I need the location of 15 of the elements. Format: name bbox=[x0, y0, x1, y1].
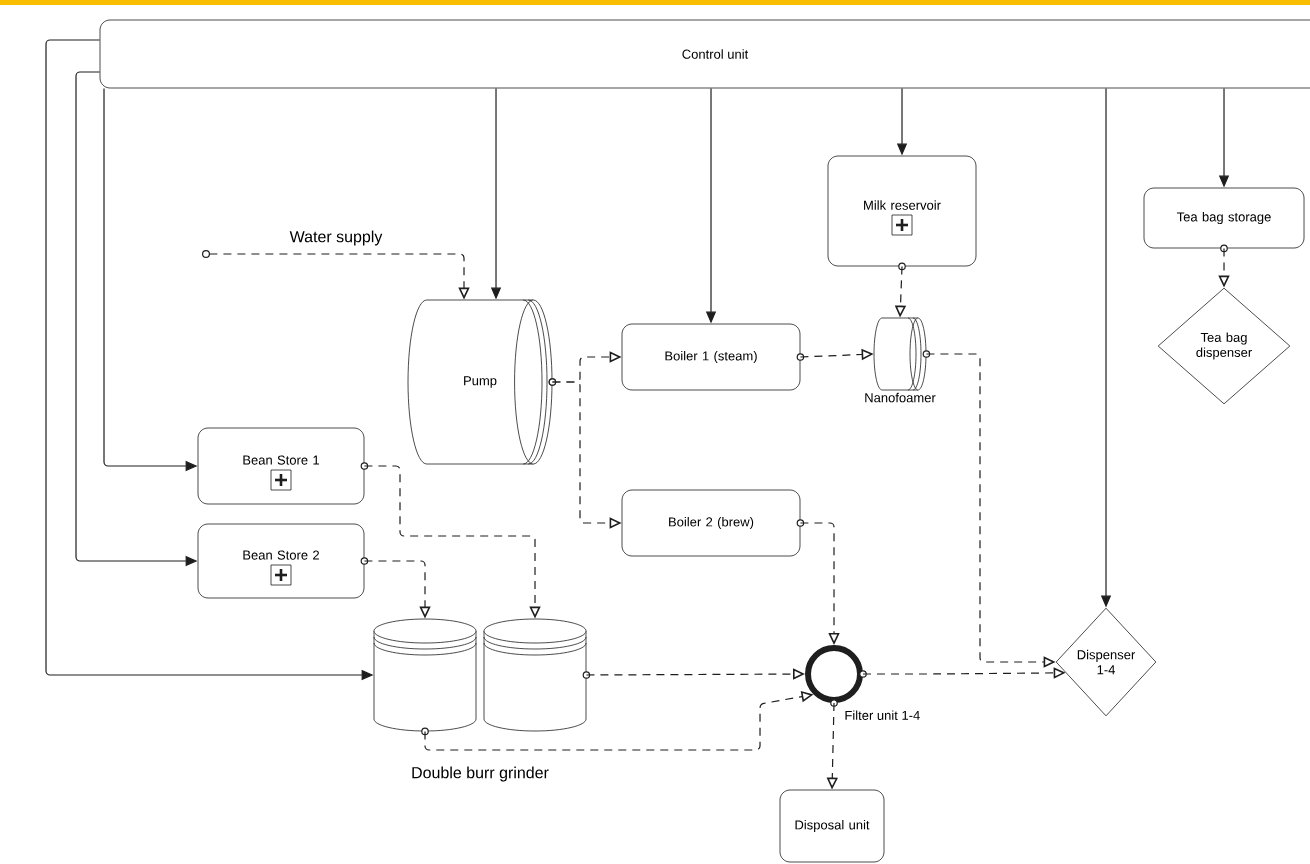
control-band bbox=[99, 19, 1310, 89]
decision-diamond bbox=[1055, 607, 1157, 717]
cylinder-drawing bbox=[483, 618, 591, 732]
caption-text: Double burr grinder bbox=[412, 766, 549, 782]
cylinder-drawing bbox=[373, 618, 477, 736]
process-box bbox=[197, 427, 369, 505]
decision-diamond bbox=[1157, 287, 1291, 405]
process-box bbox=[621, 323, 805, 391]
edge-label: Water supply bbox=[287, 228, 385, 248]
process-box bbox=[621, 489, 805, 557]
process-box bbox=[1143, 187, 1305, 253]
process-box bbox=[779, 789, 885, 863]
process-box bbox=[827, 155, 977, 271]
cylinder-drawing bbox=[407, 299, 557, 465]
process-box bbox=[197, 523, 369, 599]
